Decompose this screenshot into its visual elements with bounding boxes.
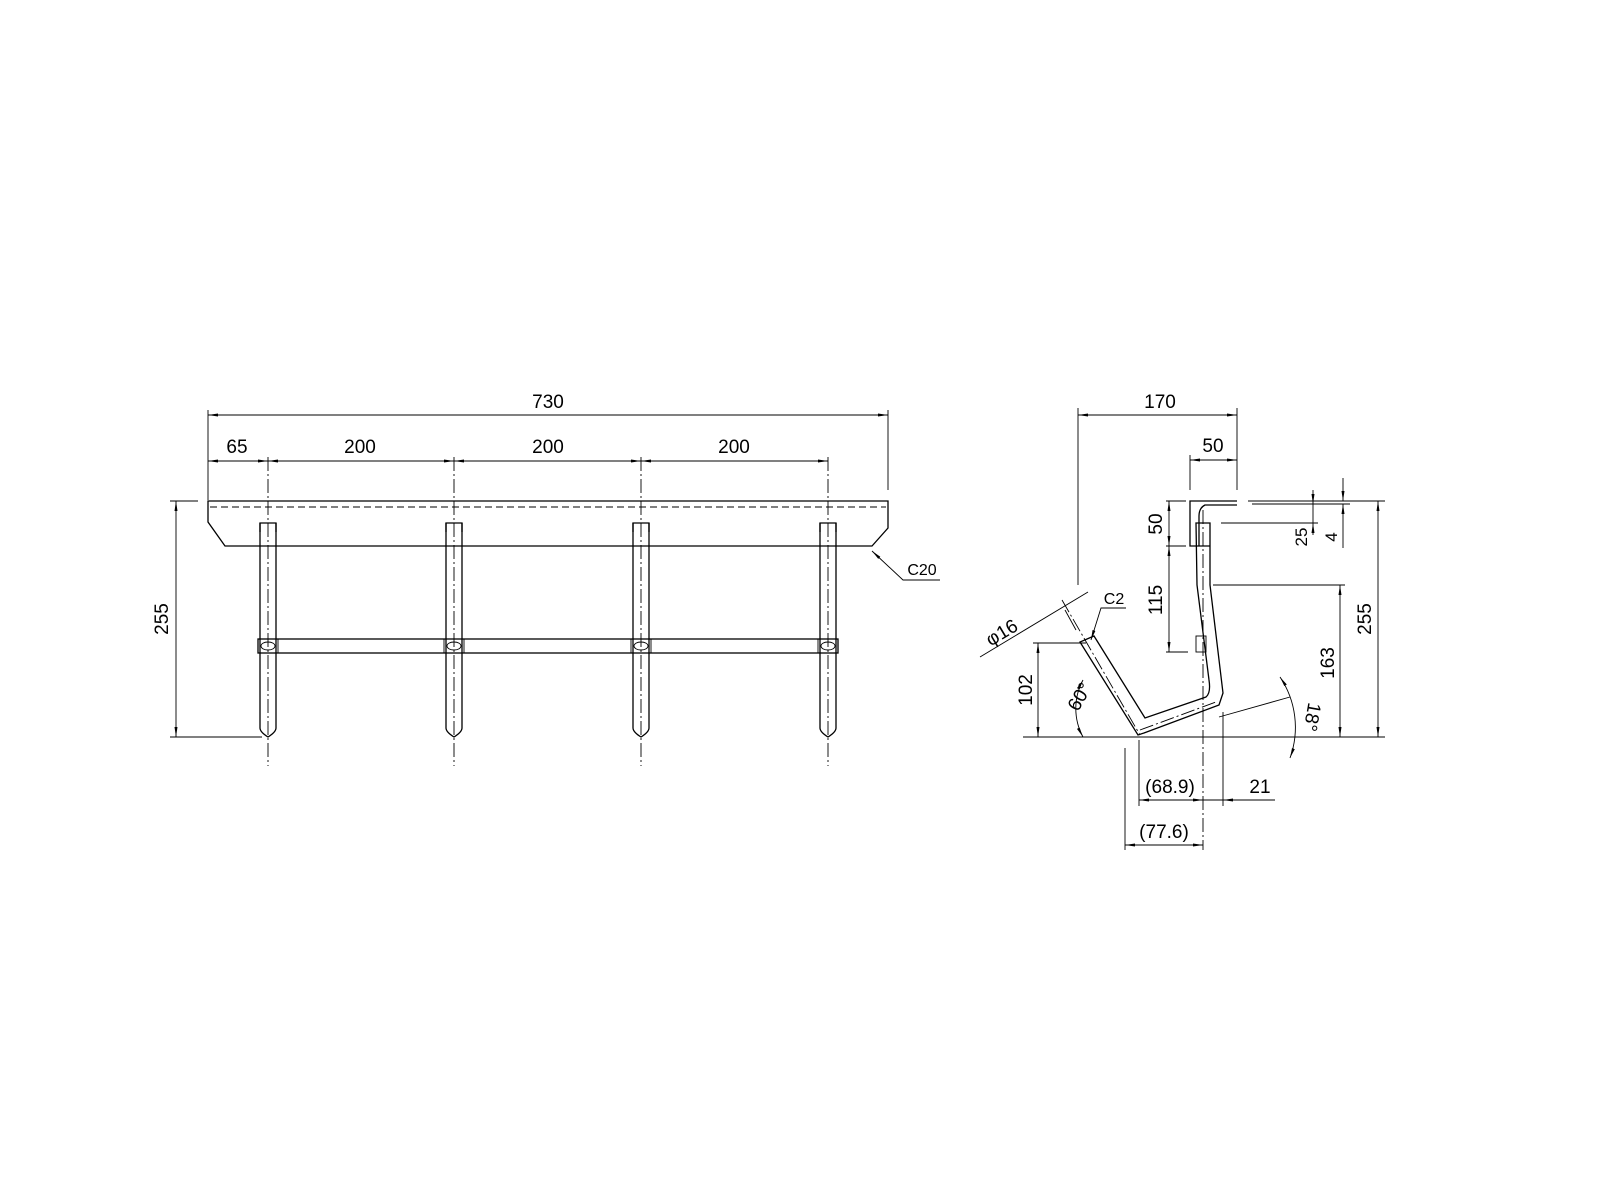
dim-rod-height: 163 bbox=[1318, 647, 1339, 679]
dim-bracket-width: 50 bbox=[1202, 436, 1223, 457]
dim-rod-length: 115 bbox=[1146, 585, 1167, 615]
hook bbox=[817, 457, 839, 766]
top-bar bbox=[207, 500, 889, 547]
dim-tip-angle: 60° bbox=[1064, 680, 1097, 715]
dim-tip-height: 102 bbox=[1016, 674, 1037, 706]
hook bbox=[257, 457, 279, 766]
dim-pitch-3: 200 bbox=[718, 437, 750, 458]
dim-ref-length-2: (77.6) bbox=[1139, 822, 1189, 843]
dim-depth: 170 bbox=[1144, 392, 1176, 413]
dim-bracket-height: 50 bbox=[1146, 513, 1167, 534]
dim-pitch-2: 200 bbox=[532, 437, 564, 458]
dim-thickness: 4 bbox=[1322, 532, 1341, 541]
dim-overall-width: 730 bbox=[532, 392, 564, 413]
cross-bar bbox=[257, 638, 839, 654]
side-view: 170 50 50 115 25 4 163 255 102 bbox=[979, 392, 1385, 850]
dim-height: 255 bbox=[152, 603, 173, 635]
dim-ref-length-1: (68.9) bbox=[1145, 777, 1195, 798]
dim-overall-height: 255 bbox=[1355, 603, 1376, 635]
dim-pitch-1: 200 bbox=[344, 437, 376, 458]
front-view: 730 65 200 200 200 255 C20 bbox=[152, 392, 940, 766]
dim-offset: 21 bbox=[1249, 777, 1270, 798]
dim-bend-angle: 18° bbox=[1299, 701, 1325, 733]
hook-rod bbox=[1079, 522, 1224, 736]
bracket bbox=[1189, 500, 1237, 547]
chamfer-label: C20 bbox=[907, 562, 936, 579]
dim-rod-diameter: φ16 bbox=[982, 616, 1022, 651]
dim-edge-offset: 65 bbox=[226, 437, 247, 458]
dim-plate-offset: 25 bbox=[1292, 528, 1311, 547]
hook bbox=[443, 457, 465, 766]
hook bbox=[630, 457, 652, 766]
tip-chamfer-label: C2 bbox=[1104, 591, 1125, 608]
